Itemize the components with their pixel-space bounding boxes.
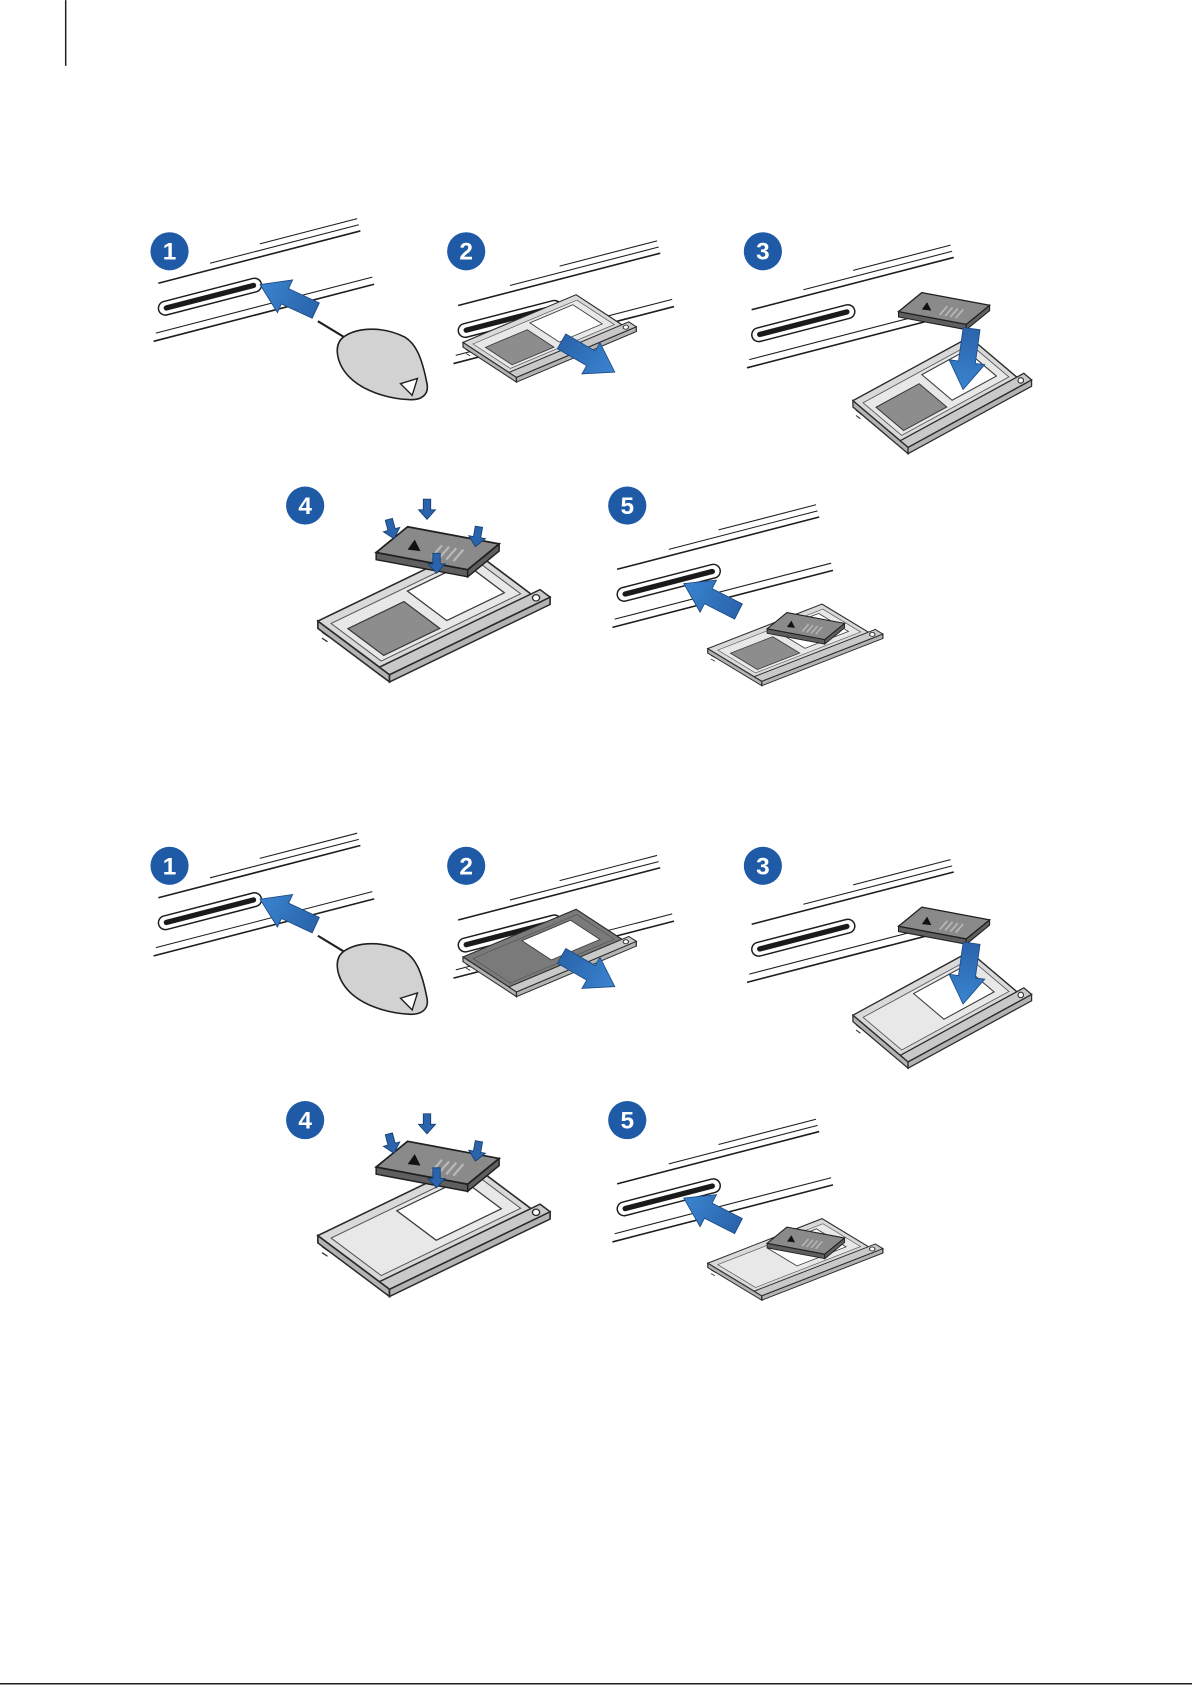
step-badge: 2 [447, 232, 485, 270]
step-5: 5 [595, 486, 882, 685]
press-arrow-icon [419, 499, 436, 519]
step-badge: 3 [744, 232, 782, 270]
step-5: 5 [595, 1101, 882, 1300]
step-1: 1 [137, 833, 428, 1014]
card-tray-icon [853, 952, 1032, 1069]
step-number: 2 [459, 239, 473, 266]
sim-ejection-pin-icon [318, 321, 427, 400]
step-badge: 5 [608, 486, 646, 524]
step-number: 3 [756, 239, 770, 266]
card-tray-icon [853, 337, 1032, 454]
step-number: 4 [298, 493, 312, 520]
step-badge: 4 [286, 1101, 324, 1139]
step-3: 3 [730, 847, 1032, 1068]
insert-arrow-icon [252, 268, 323, 327]
step-2: 2 [437, 232, 675, 387]
step-number: 1 [163, 239, 177, 266]
step-3: 3 [730, 232, 1032, 453]
step-badge: 4 [286, 486, 324, 524]
step-number: 1 [163, 853, 177, 880]
step-number: 5 [620, 493, 634, 520]
step-number: 2 [459, 853, 473, 880]
step-2: 2 [437, 847, 675, 1002]
step-number: 3 [756, 853, 770, 880]
press-arrow-icon [419, 1114, 436, 1134]
insert-arrow-icon [252, 883, 323, 942]
step-4: 4 [286, 486, 550, 681]
section-single-tray: 1 2 3 [137, 833, 1032, 1300]
step-badge: 2 [447, 847, 485, 885]
step-number: 4 [298, 1108, 312, 1135]
step-4: 4 [286, 1101, 550, 1296]
step-number: 5 [620, 1108, 634, 1135]
step-badge: 1 [150, 232, 188, 270]
step-badge: 1 [150, 847, 188, 885]
sim-ejection-pin-icon [318, 936, 427, 1015]
section-dual-tray: 1 2 3 [137, 219, 1032, 686]
microsd-card-icon [899, 907, 990, 944]
step-badge: 5 [608, 1101, 646, 1139]
microsd-card-icon [899, 293, 990, 330]
step-badge: 3 [744, 847, 782, 885]
step-1: 1 [137, 219, 428, 400]
